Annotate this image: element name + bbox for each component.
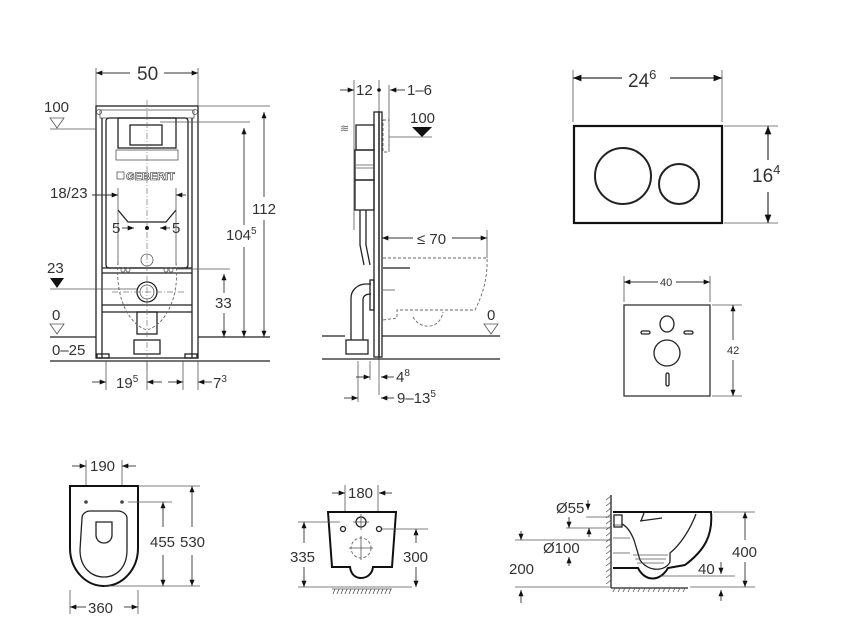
dim-7-3: 73 <box>213 374 227 392</box>
dim-width-360: 360 <box>88 600 113 617</box>
frame-front-view: 50 GEBERIT <box>44 64 276 392</box>
dim-offset-left-5: 5 <box>112 220 120 237</box>
dim-pad-height: 42 <box>727 345 739 357</box>
dim-height-200: 200 <box>509 561 534 578</box>
level-100-label: 100 <box>44 99 69 116</box>
dim-height-1045: 1045 <box>226 226 257 244</box>
dim-height-400: 400 <box>732 544 757 561</box>
sound-insulation-pad: 40 42 <box>623 276 742 397</box>
dim-depth-455: 455 <box>150 534 175 551</box>
dim-diameter-55: Ø55 <box>556 500 584 517</box>
dim-floor-range: 0–25 <box>52 342 85 359</box>
dim-projection-70: ≤ 70 <box>417 231 446 248</box>
dim-height-33: 33 <box>215 295 232 312</box>
dim-plate-height: 164 <box>752 162 780 187</box>
dim-depth-12: 12 <box>356 82 373 99</box>
dim-depth-530: 530 <box>180 534 205 551</box>
dim-width-50: 50 <box>137 64 158 85</box>
side-level-100-label: 100 <box>410 110 435 127</box>
dim-pad-width: 40 <box>660 277 672 289</box>
flush-button-small <box>658 163 700 205</box>
dim-height-335: 335 <box>290 549 315 566</box>
dim-19-5: 195 <box>116 374 139 392</box>
frame-side-view: 12 1–6 ≋ 100 ≤ 70 <box>322 80 500 407</box>
dim-offset-right-5: 5 <box>172 220 180 237</box>
geberit-logo: GEBERIT <box>126 171 175 183</box>
level-23-label: 23 <box>47 260 64 277</box>
dim-40: 40 <box>698 561 715 578</box>
bowl-back-view: 180 335 300 <box>290 485 428 595</box>
dim-height-112: 112 <box>252 201 276 218</box>
bowl-side-view: Ø55 Ø100 200 400 40 <box>509 495 757 603</box>
dim-bolt-spacing-180: 180 <box>348 485 373 502</box>
dim-height-300: 300 <box>403 549 428 566</box>
bowl-top-view: 190 455 530 360 <box>69 458 205 617</box>
side-level-0-label: 0 <box>487 307 495 324</box>
flush-button-large <box>594 147 652 205</box>
dim-bolt-spacing-190: 190 <box>90 458 115 475</box>
dim-4-8: 48 <box>396 368 410 386</box>
dim-wall-1-6: 1–6 <box>407 82 432 99</box>
dim-diameter-100: Ø100 <box>543 540 580 557</box>
dim-9-13-5: 9–135 <box>397 389 436 407</box>
dim-connection-18-23: 18/23 <box>50 185 88 202</box>
level-0-label: 0 <box>52 307 60 324</box>
dim-plate-width: 246 <box>628 67 656 92</box>
flush-plate-view: 246 164 <box>572 67 780 225</box>
svg-text:≋: ≋ <box>340 123 349 135</box>
